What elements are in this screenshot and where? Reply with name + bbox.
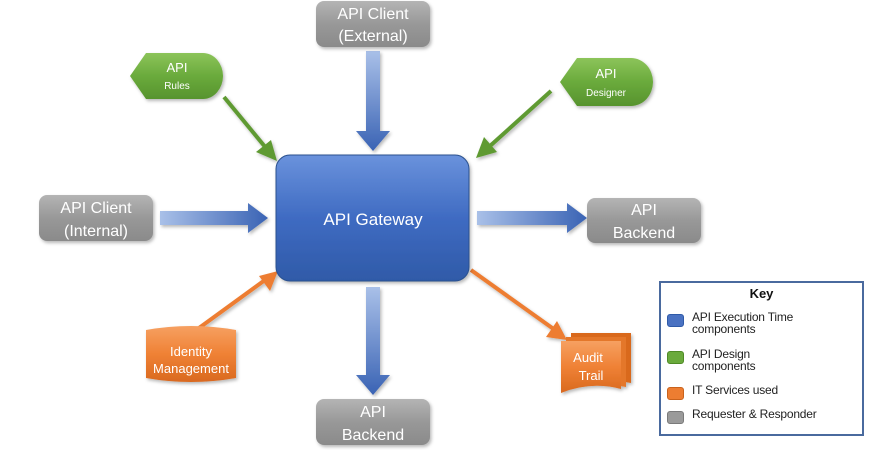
legend-label-it-services: IT Services used — [692, 383, 778, 397]
legend-swatch-green — [667, 351, 684, 364]
api-gateway-label: API Gateway — [323, 210, 423, 229]
api-client-external-label-line1: API Client — [337, 6, 409, 23]
identity-management-label-line2: Management — [153, 361, 229, 376]
api-designer-node: API Designer — [560, 58, 653, 106]
legend-label-execution: API Execution Time components — [692, 311, 793, 335]
api-rules-node: API Rules — [130, 53, 223, 99]
arrow-gateway-to-backend-bottom — [356, 287, 390, 395]
legend-label-requester: Requester & Responder — [692, 407, 817, 421]
legend-label-execution-line2: components — [692, 322, 756, 336]
arrow-designer-to-gateway — [476, 89, 553, 158]
api-backend-bottom-node: API Backend — [316, 399, 430, 445]
audit-trail-front-sheet — [561, 341, 621, 393]
arrow-internal-to-gateway — [160, 203, 268, 233]
arrow-identity-to-gateway — [197, 271, 278, 330]
arrow-external-to-gateway — [356, 51, 390, 151]
audit-trail-label-line1: Audit — [573, 350, 603, 365]
identity-management-label-line1: Identity — [170, 344, 212, 359]
legend-label-design-line2: components — [692, 359, 756, 373]
audit-trail-label-line2: Trail — [579, 368, 604, 383]
api-backend-bottom-label-line2: Backend — [342, 427, 404, 444]
legend-key: Key API Execution Time components API De… — [659, 281, 864, 436]
api-rules-label-line2: Rules — [164, 81, 190, 92]
api-designer-label-line2: Designer — [586, 88, 627, 99]
legend-label-design: API Design components — [692, 347, 756, 373]
legend-label-design-line1: API Design — [692, 347, 751, 361]
api-gateway-node: API Gateway — [275, 154, 470, 282]
identity-management-node: Identity Management — [146, 326, 236, 382]
api-backend-bottom-label-line1: API — [360, 404, 386, 421]
legend-label-execution-line1: API Execution Time — [692, 310, 794, 324]
api-backend-right-node: API Backend — [587, 198, 701, 243]
api-backend-right-label-line2: Backend — [613, 225, 675, 242]
arrow-rules-to-gateway — [222, 95, 277, 161]
legend-swatch-gray — [667, 411, 684, 424]
api-client-internal-label-line1: API Client — [60, 200, 132, 217]
api-client-external-label-line2: (External) — [338, 28, 407, 45]
api-designer-label-line1: API — [596, 66, 617, 81]
api-rules-label-line1: API — [167, 60, 188, 75]
legend-swatch-blue — [667, 314, 684, 327]
audit-trail-node: Audit Trail — [561, 333, 631, 393]
arrow-gateway-to-backend-right — [477, 203, 587, 233]
api-client-internal-node: API Client (Internal) — [39, 195, 153, 241]
arrow-gateway-to-audit — [469, 268, 567, 340]
api-client-external-node: API Client (External) — [316, 1, 430, 47]
api-client-internal-label-line2: (Internal) — [64, 223, 128, 240]
legend-swatch-orange — [667, 387, 684, 400]
api-backend-right-label-line1: API — [631, 202, 657, 219]
legend-title: Key — [749, 286, 774, 301]
